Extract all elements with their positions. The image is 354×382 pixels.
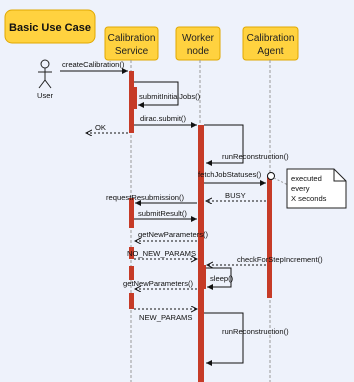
calibration-service-line2: Service xyxy=(115,46,149,57)
note-line3: X seconds xyxy=(291,194,327,203)
lifeline-header-worker-node: Worker node xyxy=(175,26,221,61)
message-create-calibration-label: createCalibration() xyxy=(62,60,125,69)
activation-service-nested xyxy=(133,87,137,109)
lifeline-header-calibration-agent: Calibration Agent xyxy=(242,26,299,61)
activation-service-2 xyxy=(129,198,134,228)
lifeline-header-calibration-service: Calibration Service xyxy=(104,26,159,61)
timer-circle xyxy=(267,172,275,180)
message-get-new-parameters-2-label: getNewParameters() xyxy=(123,279,194,288)
activation-agent xyxy=(267,176,272,298)
activation-service-4 xyxy=(129,266,134,280)
message-run-reconstruction-2 xyxy=(204,312,244,366)
worker-node-line2: node xyxy=(187,46,210,57)
message-sleep xyxy=(206,267,232,290)
activation-service-1 xyxy=(129,71,134,133)
activation-bars xyxy=(129,71,272,382)
message-submit-result-label: submitResult() xyxy=(138,209,187,218)
calibration-service-line1: Calibration xyxy=(108,33,156,44)
calibration-agent-line1: Calibration xyxy=(247,33,295,44)
message-run-reconstruction-1 xyxy=(204,124,244,166)
activation-service-3 xyxy=(129,247,134,259)
title-box: Basic Use Case xyxy=(4,9,96,44)
message-new-params-label: NEW_PARAMS xyxy=(139,313,192,322)
actor-label: User xyxy=(37,91,54,100)
message-run-reconstruction-1-label: runReconstruction() xyxy=(222,152,289,161)
message-check-for-step-increment-label: checkForStepIncrement() xyxy=(237,255,323,264)
activation-worker-nested xyxy=(202,265,206,289)
message-submit-initial-jobs-label: submitInitialJobs() xyxy=(139,92,201,101)
message-no-new-params-label: NO_NEW_PARAMS xyxy=(127,249,196,258)
note-connector xyxy=(273,177,291,187)
message-busy-label: BUSY xyxy=(225,191,246,200)
message-request-resubmission-label: requestResubmission() xyxy=(106,193,185,202)
message-get-new-parameters-1-label: getNewParameters() xyxy=(138,230,209,239)
message-submit-initial-jobs xyxy=(134,81,179,108)
note-line1: executed xyxy=(291,174,322,183)
calibration-agent-line2: Agent xyxy=(257,46,283,57)
activation-service-5 xyxy=(129,293,134,309)
activation-worker xyxy=(198,125,204,382)
actor-head xyxy=(40,59,50,69)
timer-note: executed every X seconds xyxy=(286,168,347,209)
worker-node-line1: Worker xyxy=(182,33,215,44)
message-ok-label: OK xyxy=(95,123,106,132)
message-sleep-label: sleep() xyxy=(210,274,234,283)
message-dirac-submit-label: dirac.submit() xyxy=(140,114,186,123)
note-line2: every xyxy=(291,184,310,193)
user-actor: User xyxy=(37,59,54,100)
diagram-title: Basic Use Case xyxy=(9,22,91,34)
message-run-reconstruction-2-label: runReconstruction() xyxy=(222,327,289,336)
message-fetch-job-statuses-label: fetchJobStatuses() xyxy=(198,170,262,179)
